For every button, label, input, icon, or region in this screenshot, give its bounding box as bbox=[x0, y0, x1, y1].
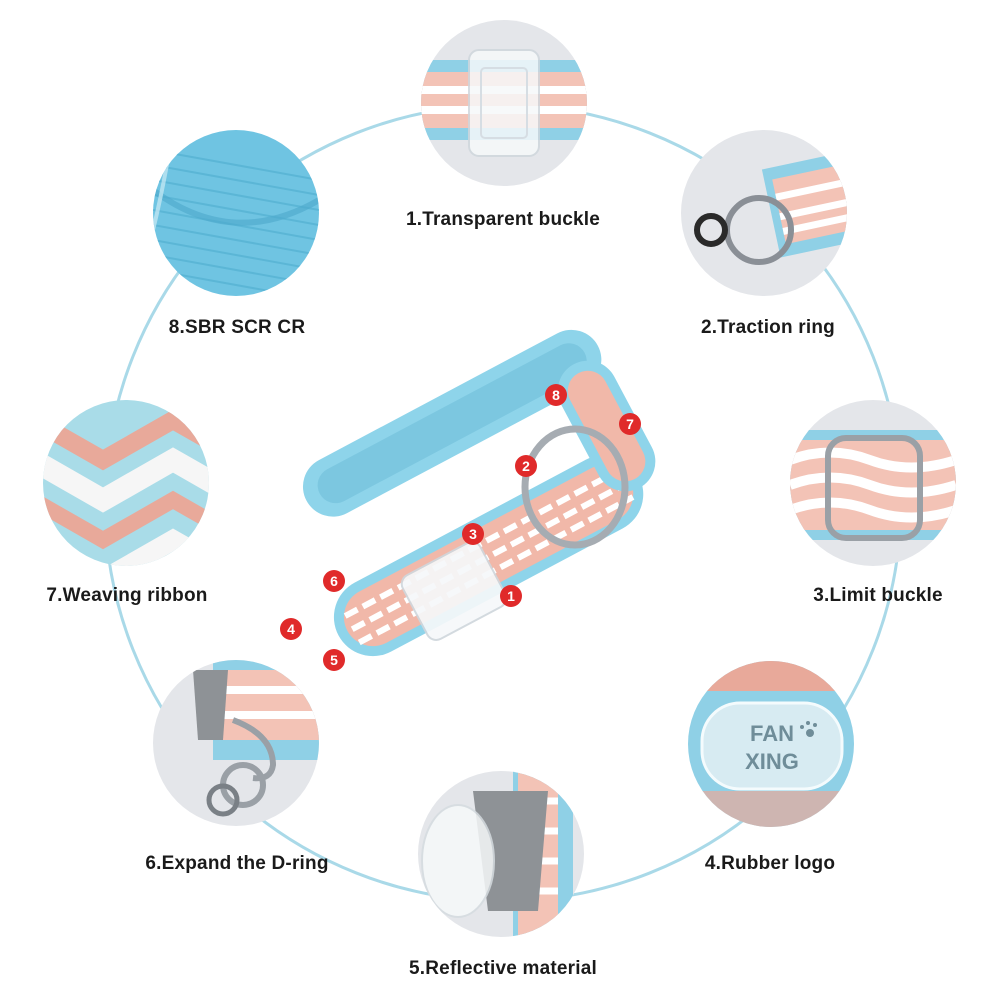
detail-traction-ring bbox=[681, 130, 847, 296]
feature-label-7: 7.Weaving ribbon bbox=[46, 585, 208, 606]
detail-limit-buckle bbox=[790, 400, 956, 566]
detail-reflective-material bbox=[418, 771, 584, 937]
marker-2: 2 bbox=[515, 455, 537, 477]
feature-label-1: 1.Transparent buckle bbox=[405, 209, 601, 230]
svg-text:4: 4 bbox=[287, 621, 295, 637]
svg-text:3: 3 bbox=[469, 526, 477, 542]
svg-text:6: 6 bbox=[330, 573, 338, 589]
detail-transparent-buckle bbox=[421, 20, 587, 186]
feature-label-3: 3.Limit buckle bbox=[813, 585, 943, 606]
feature-label-8: 8.SBR SCR CR bbox=[168, 317, 306, 338]
svg-text:7: 7 bbox=[626, 416, 634, 432]
marker-4: 4 bbox=[280, 618, 302, 640]
feature-label-2: 2.Traction ring bbox=[701, 317, 835, 338]
marker-3: 3 bbox=[462, 523, 484, 545]
marker-5: 5 bbox=[323, 649, 345, 671]
svg-text:5: 5 bbox=[330, 652, 338, 668]
marker-6: 6 bbox=[323, 570, 345, 592]
svg-text:2: 2 bbox=[522, 458, 530, 474]
detail-rubber-logo: FAN XING bbox=[688, 661, 854, 827]
marker-7: 7 bbox=[619, 413, 641, 435]
feature-label-4: 4.Rubber logo bbox=[704, 853, 836, 874]
marker-8: 8 bbox=[545, 384, 567, 406]
feature-label-6: 6.Expand the D-ring bbox=[145, 853, 329, 874]
svg-text:1: 1 bbox=[507, 588, 515, 604]
svg-text:XING: XING bbox=[745, 749, 799, 774]
logo-text: FAN bbox=[750, 721, 794, 746]
marker-1: 1 bbox=[500, 585, 522, 607]
feature-label-5: 5.Reflective material bbox=[409, 958, 597, 979]
svg-text:8: 8 bbox=[552, 387, 560, 403]
